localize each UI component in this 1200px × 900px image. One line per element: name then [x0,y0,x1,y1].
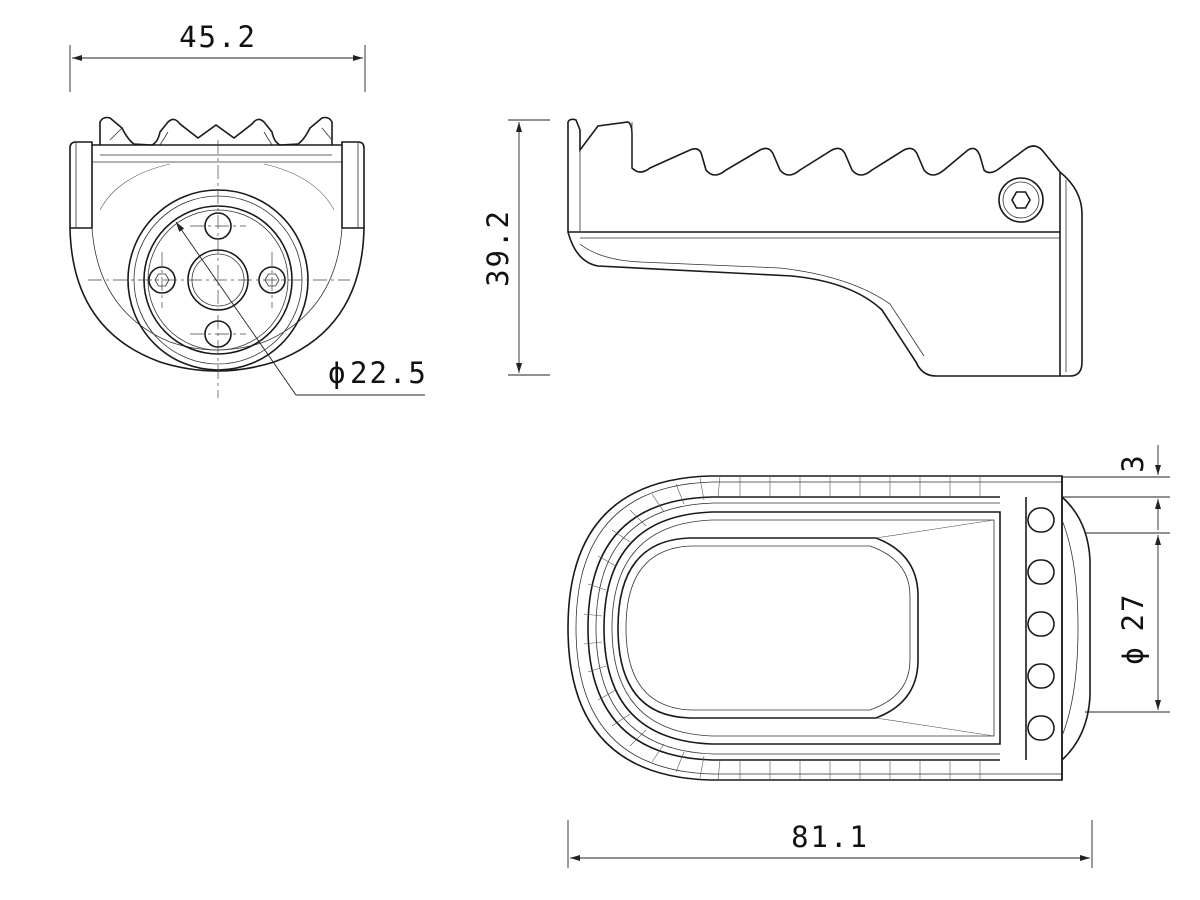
bottom-offset-label: 3 [1116,453,1150,472]
side-view: 39.2 [481,118,1083,377]
dimension-bottom-offset: 3 [1062,445,1170,530]
dimension-front-diameter: ϕ 22.5 [175,221,428,396]
dimension-bottom-diameter: ϕ 27 [1085,532,1170,713]
side-bolt [998,177,1044,223]
bottom-diameter-symbol: ϕ [1116,645,1150,664]
bottom-body [567,475,1091,781]
bolt-hole-top [204,212,232,240]
front-diameter-label: 22.5 [350,356,428,390]
front-hub [88,140,350,398]
side-height-label: 39.2 [481,209,515,287]
front-view: 45.2 [69,20,428,398]
bottom-view: 3 ϕ 27 [567,445,1170,868]
hex-socket-right-icon [264,273,280,287]
side-body [567,118,1083,377]
bottom-diameter-label: 27 [1116,593,1150,632]
dimension-front-width: 45.2 [69,20,366,92]
hex-socket-side-icon [1011,191,1031,209]
bottom-length-label: 81.1 [791,820,869,854]
front-diameter-symbol: ϕ [328,356,347,390]
dimension-bottom-length: 81.1 [567,820,1093,868]
front-body [69,116,365,372]
front-width-label: 45.2 [179,20,257,54]
bottom-rivets [1027,507,1055,741]
dimension-side-height: 39.2 [481,119,550,376]
